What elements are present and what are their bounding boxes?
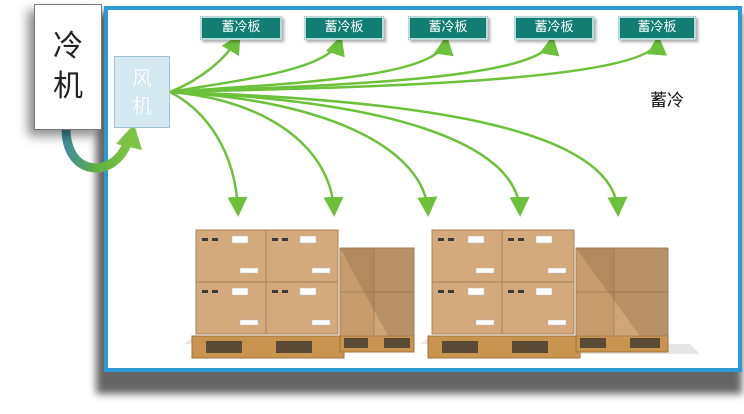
- arrow-to-plate-5: [169, 35, 667, 94]
- chiller-unit: 冷 机: [34, 4, 102, 130]
- cold-storage-plate-3: 蓄冷板: [408, 16, 488, 40]
- fan-label-line2: 机: [132, 94, 152, 118]
- arrow-to-floor-5: [169, 90, 628, 217]
- arrow-to-floor-2: [169, 90, 344, 217]
- arrow-to-floor-4: [169, 90, 530, 217]
- cold-storage-plate-5: 蓄冷板: [618, 16, 696, 40]
- chiller-label-line2: 机: [53, 69, 83, 104]
- cargo-pallet-2: [420, 229, 700, 359]
- cargo-pallet-1: [184, 229, 415, 359]
- air-flow-arrows: [169, 33, 667, 217]
- arrow-to-plate-4: [169, 35, 560, 94]
- chiller-to-fan-arrow: [61, 124, 142, 173]
- arrow-to-plate-2: [169, 35, 345, 94]
- cold-storage-plate-2: 蓄冷板: [304, 16, 384, 40]
- arrow-to-floor-1: [169, 90, 248, 217]
- cold-storage-plate-4: 蓄冷板: [514, 16, 594, 40]
- fan-unit: 风 机: [114, 56, 170, 128]
- storage-label: 蓄冷: [650, 91, 684, 111]
- chiller-label-line1: 冷: [53, 29, 83, 64]
- arrow-to-plate-1: [169, 33, 241, 94]
- cold-storage-plate-1: 蓄冷板: [200, 16, 282, 40]
- arrow-to-floor-3: [169, 90, 438, 217]
- fan-label-line1: 风: [132, 66, 152, 90]
